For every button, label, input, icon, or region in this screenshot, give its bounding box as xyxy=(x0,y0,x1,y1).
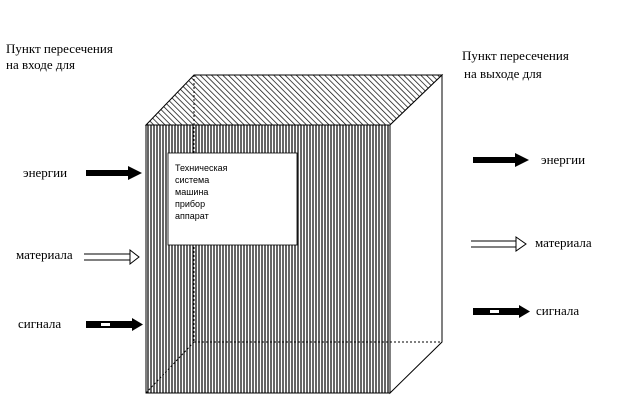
box-side-face xyxy=(389,73,443,395)
box-label-line-5: аппарат xyxy=(175,211,209,221)
output-header-line-1: Пункт пересечения xyxy=(462,48,569,63)
box-label-line-2: система xyxy=(175,175,209,185)
output-header-line-2: на выходе для xyxy=(464,66,542,81)
input-energy-arrow xyxy=(86,166,142,180)
output-material-label: материала xyxy=(535,235,592,250)
output-energy-arrow xyxy=(473,153,529,167)
input-header-line-2: на входе для xyxy=(6,57,75,72)
output-energy-label: энергии xyxy=(541,152,585,167)
input-signal-arrow xyxy=(86,318,143,331)
box-label-panel xyxy=(167,152,298,246)
input-header-line-1: Пункт пересечения xyxy=(6,41,113,56)
output-material-arrow xyxy=(471,236,527,252)
output-signal-arrow xyxy=(473,305,530,318)
box-label-line-4: прибор xyxy=(175,199,205,209)
input-signal-label: сигнала xyxy=(18,316,61,331)
input-material-arrow xyxy=(84,248,140,266)
output-signal-label: сигнала xyxy=(536,303,579,318)
input-energy-label: энергии xyxy=(23,165,67,180)
input-material-label: материала xyxy=(16,247,73,262)
box-label-line-3: машина xyxy=(175,187,208,197)
box-label-line-1: Техническая xyxy=(175,163,228,173)
